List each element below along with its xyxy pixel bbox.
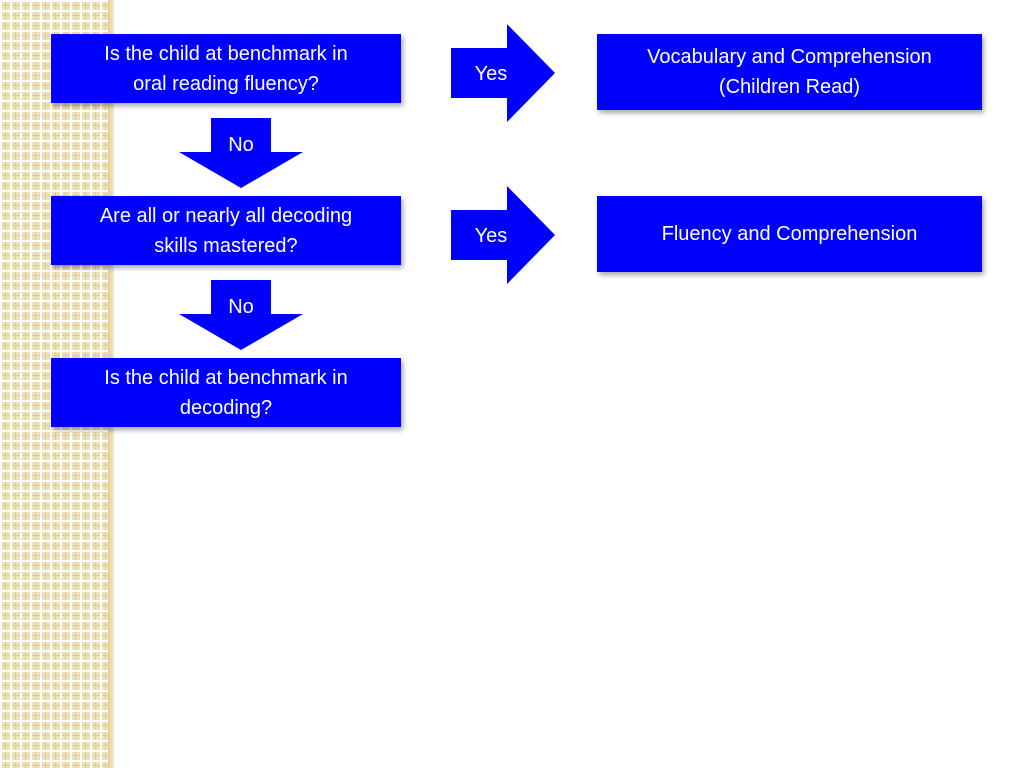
yes-label: Yes xyxy=(474,225,508,247)
right-arrow-icon xyxy=(451,186,555,284)
question-text: Is the child at benchmark in decoding? xyxy=(104,366,348,419)
no-label: No xyxy=(228,134,254,156)
down-arrow-icon xyxy=(179,118,303,188)
question-box-benchmark-decoding: Is the child at benchmark in decoding? xyxy=(51,358,401,427)
result-box-vocabulary-comprehension: Vocabulary and Comprehension (Children R… xyxy=(597,34,982,110)
yes-arrow: Yes xyxy=(451,24,555,122)
yes-arrow: Yes xyxy=(451,186,555,284)
question-box-oral-reading-fluency: Is the child at benchmark in oral readin… xyxy=(51,34,401,103)
result-text: Vocabulary and Comprehension (Children R… xyxy=(647,46,932,98)
no-label: No xyxy=(228,296,254,318)
result-box-fluency-comprehension: Fluency and Comprehension xyxy=(597,196,982,272)
yes-label: Yes xyxy=(474,63,508,85)
result-text: Fluency and Comprehension xyxy=(661,223,918,245)
question-text: Is the child at benchmark in oral readin… xyxy=(104,42,348,95)
no-arrow: No xyxy=(179,118,303,188)
down-arrow-icon xyxy=(179,280,303,350)
right-arrow-icon xyxy=(451,24,555,122)
question-text: Are all or nearly all decoding skills ma… xyxy=(99,204,353,257)
no-arrow: No xyxy=(179,280,303,350)
question-box-decoding-skills: Are all or nearly all decoding skills ma… xyxy=(51,196,401,265)
